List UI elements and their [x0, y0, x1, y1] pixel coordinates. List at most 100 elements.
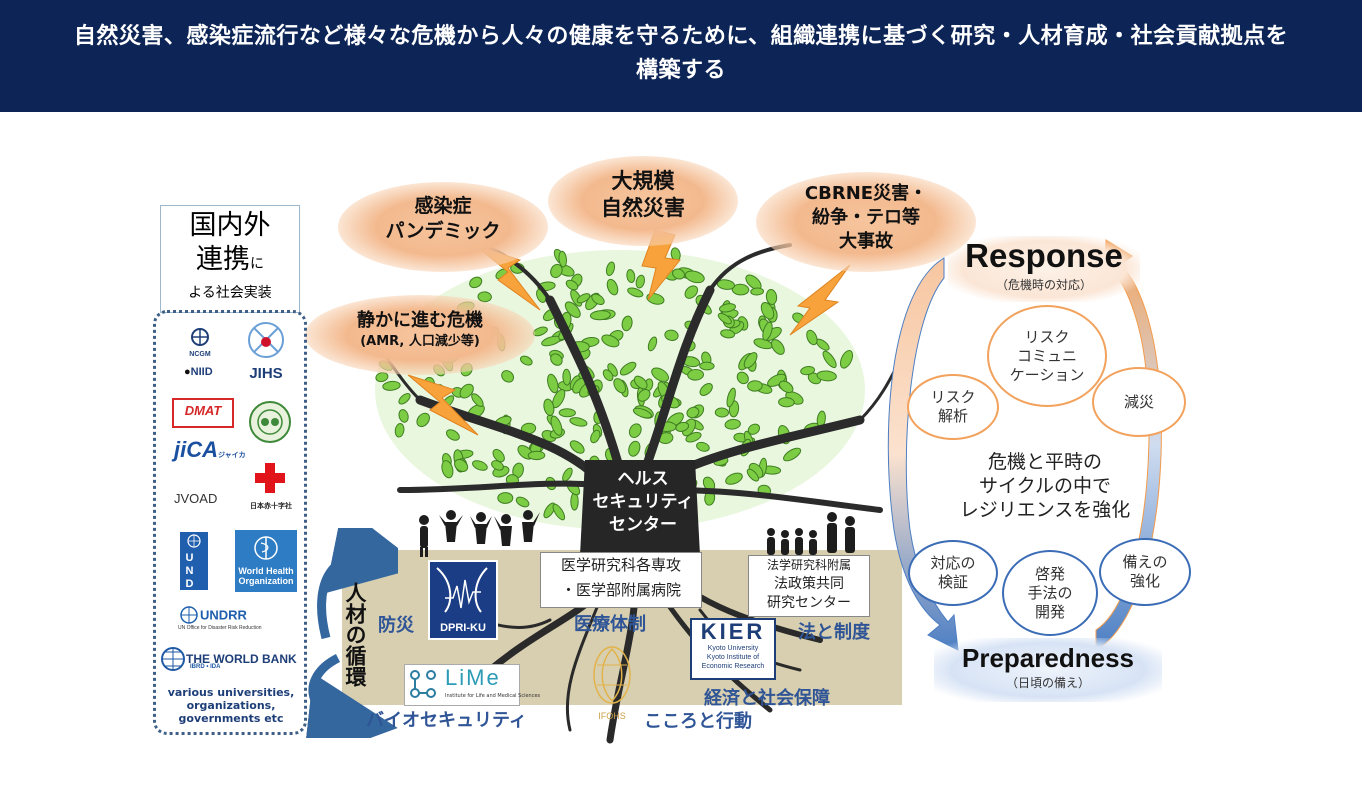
- redcross-logo: 日本赤十字社: [250, 460, 292, 511]
- crisis-infection-line2: パンデミック: [385, 220, 501, 242]
- who-label-line1: World Health: [238, 566, 294, 576]
- leaf-shape: [445, 429, 460, 441]
- partners-title-box: 国内外 連携に よる社会実装: [160, 205, 300, 313]
- leaf-shape: [747, 423, 761, 435]
- leaf-shape: [720, 329, 736, 339]
- leaf-shape: [398, 393, 411, 405]
- leaf-shape: [552, 503, 566, 521]
- cycle-arrow-down-icon: [303, 653, 398, 738]
- resilience-center-line2: サイクルの中で: [978, 475, 1112, 497]
- ifohs-label: IFOHS: [598, 711, 626, 721]
- who-emblem-icon: [254, 536, 278, 560]
- resilience-center-line3: レジリエンスを強化: [959, 499, 1131, 521]
- leaf-shape: [725, 472, 743, 485]
- medical-box-line2: ・医学部附属病院: [560, 581, 681, 599]
- partners-logos-box: [153, 310, 307, 735]
- center-line1: ヘルス: [617, 469, 669, 489]
- leaf-shape: [778, 380, 794, 394]
- crisis-silent: 静かに進む危機 (AMR, 人口減少等): [305, 295, 535, 375]
- undrr-label: UNDRR: [200, 607, 247, 623]
- crisis-infection: 感染症 パンデミック: [338, 182, 548, 272]
- leaf-shape: [550, 415, 563, 436]
- leaf-shape: [619, 361, 637, 376]
- leaf-shape: [591, 293, 605, 305]
- field-biosecurity-label: バイオセキュリティ: [366, 710, 527, 731]
- leaf-shape: [726, 387, 736, 408]
- field-law-label: 法と制度: [798, 622, 870, 643]
- partners-title-line1: 国内外: [189, 210, 271, 241]
- leaf-shape: [492, 448, 505, 463]
- field-mind-label: こころと行動: [644, 711, 752, 732]
- prep-line1: 備えの: [1122, 553, 1168, 571]
- leaf-shape: [800, 366, 816, 376]
- leaf-shape: [550, 353, 563, 366]
- verify-line1: 対応の: [930, 554, 976, 572]
- crisis-cbrne-line1: CBRNE災害・: [804, 183, 928, 204]
- header-banner: 自然災害、感染症流行など様々な危機から人々の健康を守るために、組織連携に基づく研…: [0, 0, 1362, 112]
- molecule-icon: [410, 670, 436, 698]
- lightning-icon-infection: [474, 244, 541, 311]
- kier-logo: KIER Kyoto University Kyoto Institute of…: [690, 618, 776, 680]
- mitigation-label: 減災: [1123, 392, 1154, 411]
- cycle-label-line2: の循: [343, 623, 367, 666]
- center-line3: センター: [609, 515, 677, 535]
- leaf-shape: [647, 336, 658, 352]
- leaf-shape: [547, 373, 559, 394]
- leaf-shape: [469, 276, 483, 289]
- leaf-shape: [375, 372, 389, 383]
- medical-box-line1: 医学研究科各専攻: [560, 556, 681, 574]
- health-security-center: ヘルス セキュリティ センター: [578, 468, 708, 537]
- leaf-shape: [394, 423, 405, 438]
- partners-others-line1: various universities,: [167, 686, 295, 699]
- leaf-shape: [501, 370, 515, 383]
- leaf-shape: [651, 367, 669, 382]
- world-globe-icon: [161, 647, 185, 671]
- worldbank-label: THE WORLD BANK: [186, 652, 297, 666]
- partners-title-small: に: [250, 256, 264, 272]
- leaf-shape: [839, 350, 854, 369]
- leaf-shape: [717, 312, 732, 325]
- lightning-icon-cbrne: [789, 264, 851, 336]
- medical-box: 医学研究科各専攻 ・医学部附属病院: [540, 552, 702, 608]
- leaf-shape: [497, 492, 514, 504]
- leaf-shape: [633, 375, 648, 390]
- mitigation-circle: 減災: [1092, 367, 1186, 437]
- crisis-silent-line2: (AMR, 人口減少等): [360, 334, 480, 349]
- leaf-shape: [565, 279, 579, 291]
- leaf-shape: [527, 450, 546, 461]
- law-box-line2: 法政策共同: [774, 576, 844, 592]
- preparedness-label-box: Preparedness （日頃の備え）: [934, 638, 1162, 702]
- banner-title-line2: 構築する: [635, 58, 726, 83]
- verify-line2: 検証: [937, 573, 968, 591]
- risk-comm-line1: リスク: [1024, 327, 1070, 346]
- edu-line3: 開発: [1034, 602, 1065, 621]
- partners-others-line2: organizations,: [186, 699, 276, 712]
- leaf-shape: [589, 310, 611, 321]
- verification-circle: 対応の検証: [908, 540, 998, 606]
- edu-line2: 手法の: [1027, 583, 1073, 602]
- leaf-shape: [558, 408, 576, 418]
- dmat-logo: DMAT: [172, 398, 234, 428]
- undrr-logo: UNDRR UN Office for Disaster Risk Reduct…: [178, 605, 298, 631]
- leaf-shape: [562, 368, 572, 386]
- cycle-label-line1: 人材: [343, 581, 367, 624]
- dmat-label: DMAT: [184, 403, 222, 418]
- risk-comm-line2: コミュニ: [1016, 346, 1077, 365]
- leaf-shape: [672, 268, 685, 280]
- cycle-arrows: [303, 528, 398, 738]
- dpri-label: DPRI-KU: [440, 622, 486, 634]
- leaf-shape: [613, 378, 627, 394]
- leaf-shape: [543, 502, 556, 519]
- niid-label: NIID: [190, 366, 213, 378]
- leaf-shape: [806, 329, 818, 346]
- kier-sub1: Kyoto University: [707, 645, 759, 652]
- leaf-shape: [747, 380, 763, 392]
- un-emblem-icon: [180, 606, 198, 624]
- undp-logo: UNDP: [180, 532, 208, 603]
- lightning-bolts: [407, 229, 851, 436]
- leaf-shape: [684, 270, 705, 284]
- lime-sub: Institute for Life and Medical Sciences: [445, 693, 541, 699]
- field-medical-label: 医療体制: [574, 614, 646, 635]
- undp-label: UNDP: [185, 552, 203, 603]
- leaf-shape: [382, 380, 401, 391]
